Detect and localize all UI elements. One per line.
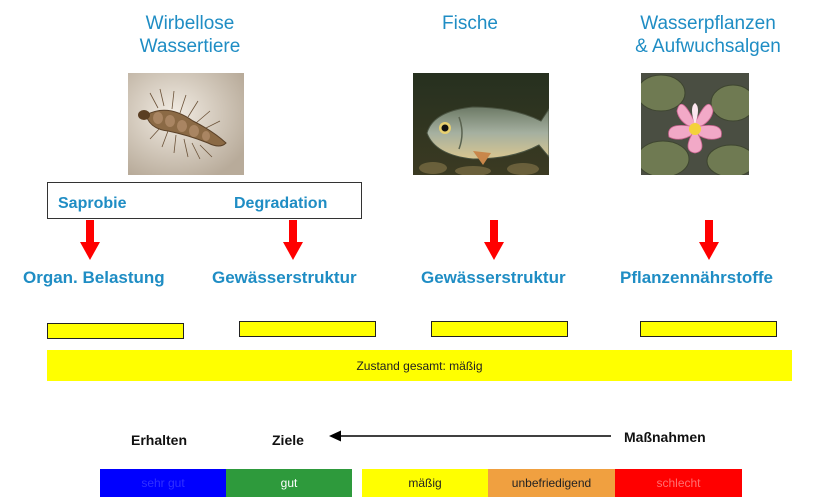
scale-cell-very-good: sehr gut <box>100 469 226 497</box>
status-bar-structure-1 <box>239 321 376 337</box>
plants-title-line1: Wasserpflanzen <box>608 12 808 35</box>
scale-cell-unsatisfactory: unbefriedigend <box>488 469 615 497</box>
water-lily-photo-icon <box>641 73 749 175</box>
insect-larva-photo-icon <box>128 73 244 175</box>
fish-photo-icon <box>413 73 549 175</box>
method-degradation: Degradation <box>234 195 327 213</box>
fish-title: Fische <box>420 12 520 35</box>
down-arrow-icon <box>699 220 719 260</box>
stressor-structure-1: Gewässerstruktur <box>212 268 357 288</box>
plants-title: Wasserpflanzen & Aufwuchsalgen <box>608 12 808 58</box>
legend-measures: Maßnahmen <box>624 429 706 445</box>
invertebrates-title-line1: Wirbellose <box>110 12 270 35</box>
left-arrow-icon <box>329 429 611 443</box>
overall-status-label: Zustand gesamt: mäßig <box>356 359 482 373</box>
scale-cell-moderate: mäßig <box>362 469 488 497</box>
scale-cell-good: gut <box>226 469 352 497</box>
invertebrates-title: Wirbellose Wassertiere <box>110 12 270 58</box>
down-arrow-icon <box>484 220 504 260</box>
method-saprobie: Saprobie <box>58 195 126 213</box>
rating-scale-left: sehr gut gut <box>100 469 352 497</box>
plants-title-line2: & Aufwuchsalgen <box>608 35 808 58</box>
legend-goals: Ziele <box>272 432 304 448</box>
legend-keep: Erhalten <box>131 432 187 448</box>
rating-scale-right: mäßig unbefriedigend schlecht <box>362 469 742 497</box>
overall-status-bar: Zustand gesamt: mäßig <box>47 350 792 381</box>
status-bar-structure-2 <box>431 321 568 337</box>
stressor-structure-2: Gewässerstruktur <box>421 268 566 288</box>
status-bar-organic-load <box>47 323 184 339</box>
down-arrow-icon <box>283 220 303 260</box>
invertebrates-title-line2: Wassertiere <box>110 35 270 58</box>
down-arrow-icon <box>80 220 100 260</box>
scale-cell-bad: schlecht <box>615 469 742 497</box>
stressor-organic-load: Organ. Belastung <box>23 268 165 288</box>
stressor-nutrients: Pflanzennährstoffe <box>620 268 773 288</box>
status-bar-nutrients <box>640 321 777 337</box>
